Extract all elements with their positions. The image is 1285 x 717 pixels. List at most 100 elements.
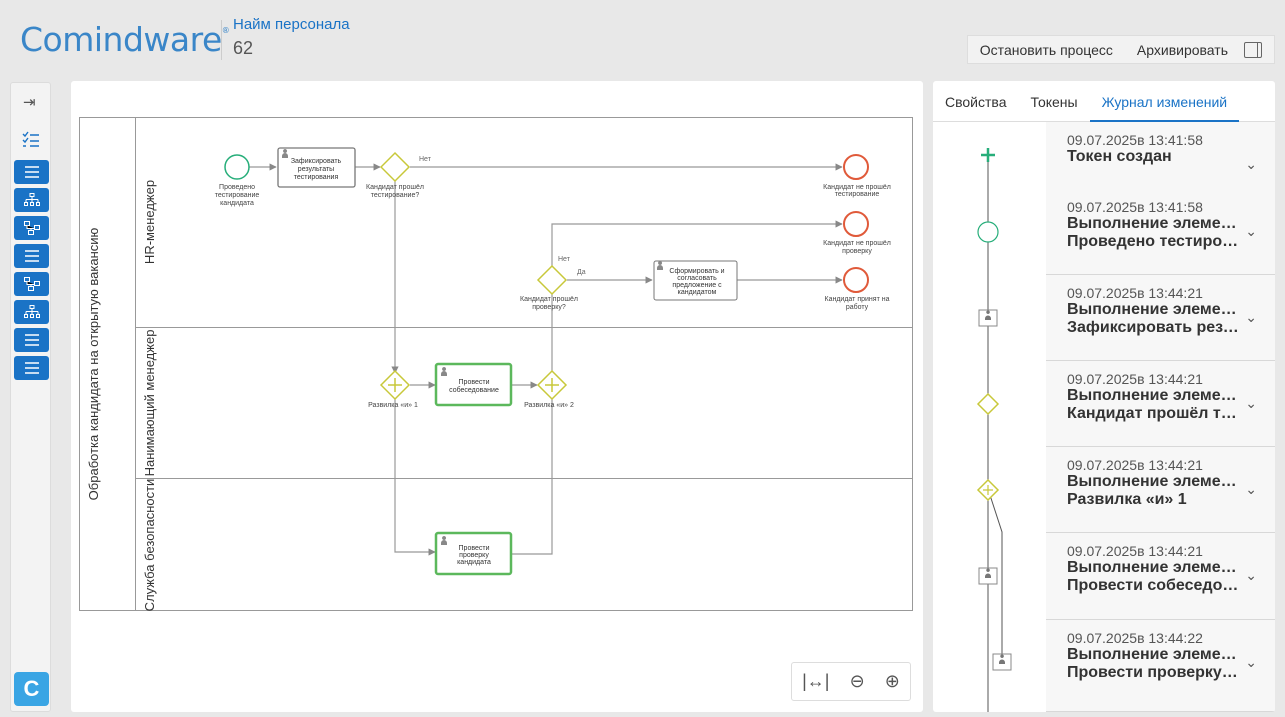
stop-process-button[interactable]: Остановить процесс: [979, 41, 1113, 58]
log-entry-date: 09.07.2025в 13:41:58: [1067, 132, 1203, 148]
change-log-list: 09.07.2025в 13:41:58 Токен создан ⌄ 09.0…: [1046, 122, 1275, 712]
log-entry-subtitle: Проведено тестирование кандидата: [1067, 233, 1239, 250]
fork-2-label: Развилка «и» 2: [524, 402, 574, 409]
user-task-icon: [282, 149, 288, 158]
log-entry-title: Выполнение элемента: [1067, 215, 1239, 232]
process-number: 62: [233, 38, 254, 58]
log-entry[interactable]: 09.07.2025в 13:44:21 Выполнение элемента…: [1046, 275, 1275, 361]
app-logo-letter: C: [23, 676, 40, 701]
process-diagram-panel: Обработка кандидата на открытую вакансию…: [71, 81, 923, 712]
log-entry-date: 09.07.2025в 13:44:22: [1067, 630, 1203, 646]
app-logo-button[interactable]: C: [14, 672, 49, 706]
fork-1-label: Развилка «и» 1: [368, 402, 418, 409]
logo-trademark: ®: [221, 26, 230, 35]
gateway-check[interactable]: [536, 264, 568, 296]
token-created-icon: [981, 148, 995, 162]
log-entry-subtitle: Провести собеседование: [1067, 577, 1239, 594]
flow-label-no: Нет: [419, 156, 432, 163]
log-entry[interactable]: 09.07.2025в 13:44:22 Выполнение элемента…: [1046, 620, 1275, 712]
flow-icon[interactable]: [14, 216, 49, 240]
lane-label-hiring: Нанимающий менеджер: [142, 330, 157, 477]
log-entry[interactable]: 09.07.2025в 13:44:21 Выполнение элемента…: [1046, 533, 1275, 620]
log-entry-title: Выполнение элемента: [1067, 387, 1239, 404]
hierarchy-icon[interactable]: [14, 188, 49, 212]
panel-tabs: Свойства Токены Журнал изменений: [933, 81, 1275, 122]
chevron-down-icon[interactable]: ⌄: [1245, 156, 1257, 172]
log-entry[interactable]: 09.07.2025в 13:41:58 Выполнение элемента…: [1046, 189, 1275, 275]
user-task-icon: [657, 261, 663, 270]
panel-toggle-icon[interactable]: [1244, 41, 1262, 58]
hierarchy-icon[interactable]: [14, 300, 49, 324]
collapse-icon[interactable]: ⇥: [23, 94, 36, 111]
pool-label: Обработка кандидата на открытую вакансию: [86, 227, 101, 500]
log-entry[interactable]: 09.07.2025в 13:44:21 Выполнение элемента…: [1046, 361, 1275, 447]
start-event[interactable]: [224, 154, 250, 180]
details-panel: Свойства Токены Журнал изменений 09.07.2…: [933, 81, 1275, 712]
parallel-gateway-fork-2[interactable]: [536, 369, 568, 401]
log-entry-date: 09.07.2025в 13:41:58: [1067, 199, 1203, 215]
log-entry-title: Выполнение элемента: [1067, 473, 1239, 490]
zoom-out-icon[interactable]: ⊖: [849, 671, 865, 691]
list-icon[interactable]: [14, 244, 49, 268]
bpmn-diagram: Обработка кандидата на открытую вакансию…: [79, 117, 913, 612]
chevron-down-icon[interactable]: ⌄: [1245, 395, 1257, 411]
chevron-down-icon[interactable]: ⌄: [1245, 481, 1257, 497]
chevron-down-icon[interactable]: ⌄: [1245, 223, 1257, 239]
archive-button[interactable]: Архивировать: [1136, 41, 1228, 58]
checklist-icon[interactable]: [22, 131, 40, 147]
list-icon[interactable]: [14, 356, 49, 380]
chevron-down-icon[interactable]: ⌄: [1245, 567, 1257, 583]
tab-properties[interactable]: Свойства: [945, 93, 1007, 110]
user-task-icon: [978, 309, 998, 327]
log-entry-date: 09.07.2025в 13:44:21: [1067, 371, 1203, 387]
zoom-in-icon[interactable]: ⊕: [884, 671, 900, 691]
user-task-icon: [441, 536, 447, 545]
zoom-toolbar: |↔| ⊖ ⊕: [791, 662, 911, 701]
start-event-icon: [977, 221, 999, 243]
log-entry-subtitle: Кандидат прошёл тестирование?: [1067, 405, 1239, 422]
log-entry-subtitle: Провести проверку кандидата: [1067, 664, 1239, 681]
tab-change-log[interactable]: Журнал изменений: [1089, 81, 1240, 122]
user-task-icon: [978, 567, 998, 585]
header-divider: [221, 20, 222, 60]
flow-label-yes: Да: [577, 269, 586, 276]
list-icon[interactable]: [14, 160, 49, 184]
log-entry[interactable]: 09.07.2025в 13:44:21 Выполнение элемента…: [1046, 447, 1275, 533]
user-task-icon: [441, 367, 447, 376]
flow-icon[interactable]: [14, 272, 49, 296]
left-toolbar: ⇥ C: [10, 82, 51, 712]
log-entry-subtitle: Развилка «и» 1: [1067, 491, 1187, 508]
lane-label-hr: HR-менеджер: [142, 180, 157, 264]
list-icon[interactable]: [14, 328, 49, 352]
token-timeline: [976, 148, 1012, 712]
parallel-gateway-fork-1[interactable]: [379, 369, 411, 401]
logo-text: Comindware: [20, 20, 222, 59]
end-event-check-failed[interactable]: [843, 211, 869, 237]
chevron-down-icon[interactable]: ⌄: [1245, 654, 1257, 670]
fit-width-icon[interactable]: |↔|: [802, 671, 830, 691]
lane-label-security: Служба безопасности: [142, 479, 157, 612]
end-event-test-failed[interactable]: [843, 154, 869, 180]
gateway-test[interactable]: [379, 151, 411, 183]
log-entry-title: Выполнение элемента: [1067, 559, 1239, 576]
process-name-link[interactable]: Найм персонала: [233, 16, 350, 33]
gateway-icon: [976, 392, 1000, 416]
log-entry-title: Токен создан: [1067, 148, 1172, 165]
end-event-hired[interactable]: [843, 267, 869, 293]
tab-tokens[interactable]: Токены: [1030, 93, 1078, 110]
chevron-down-icon[interactable]: ⌄: [1245, 309, 1257, 325]
flow-label-no-2: Нет: [558, 256, 571, 263]
